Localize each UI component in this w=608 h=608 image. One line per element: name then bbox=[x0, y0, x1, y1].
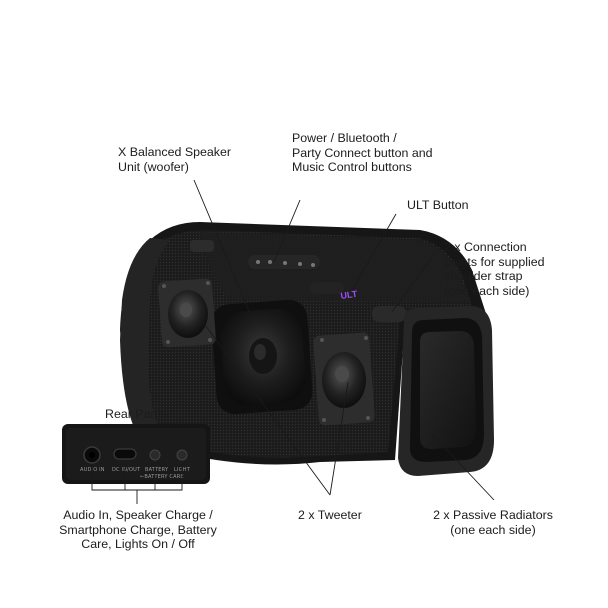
woofer-unit bbox=[211, 299, 313, 415]
power-callout: Power / Bluetooth / Party Connect button… bbox=[292, 131, 433, 174]
tweeter-right bbox=[313, 332, 375, 426]
ult-button-callout: ULT Button bbox=[407, 198, 469, 212]
port-label-dc: DC IN/OUT bbox=[112, 467, 141, 473]
tweeter-left bbox=[158, 278, 216, 348]
radiator-callout: 2 x Passive Radiators (one each side) bbox=[433, 508, 553, 537]
tweeter-callout: 2 x Tweeter bbox=[298, 508, 362, 522]
strap-connector bbox=[372, 306, 406, 322]
rear-ports-callout: Audio In, Speaker Charge / Smartphone Ch… bbox=[59, 508, 217, 551]
light-button-icon bbox=[176, 449, 188, 461]
battery-button-icon bbox=[149, 449, 161, 461]
battery-care-label: ←BATTERY CARE bbox=[140, 474, 184, 480]
leader-lines bbox=[91, 179, 495, 504]
strap-callout: 2 x Connection points for supplied shoul… bbox=[444, 240, 545, 298]
port-label-battery: BATTERY bbox=[145, 467, 169, 473]
rear-panel: AUDIO IN DC IN/OUT BATTERY LIGHT ←BATTER… bbox=[62, 424, 210, 484]
woofer-callout: X Balanced Speaker Unit (woofer) bbox=[118, 145, 231, 174]
passive-radiator bbox=[398, 306, 494, 476]
ult-logo: ULT bbox=[340, 289, 359, 301]
left-end-cap bbox=[120, 238, 214, 452]
usb-c-port-icon bbox=[113, 448, 137, 460]
control-buttons bbox=[248, 255, 344, 294]
rear-panel-title: Rear Panel bbox=[105, 407, 167, 421]
